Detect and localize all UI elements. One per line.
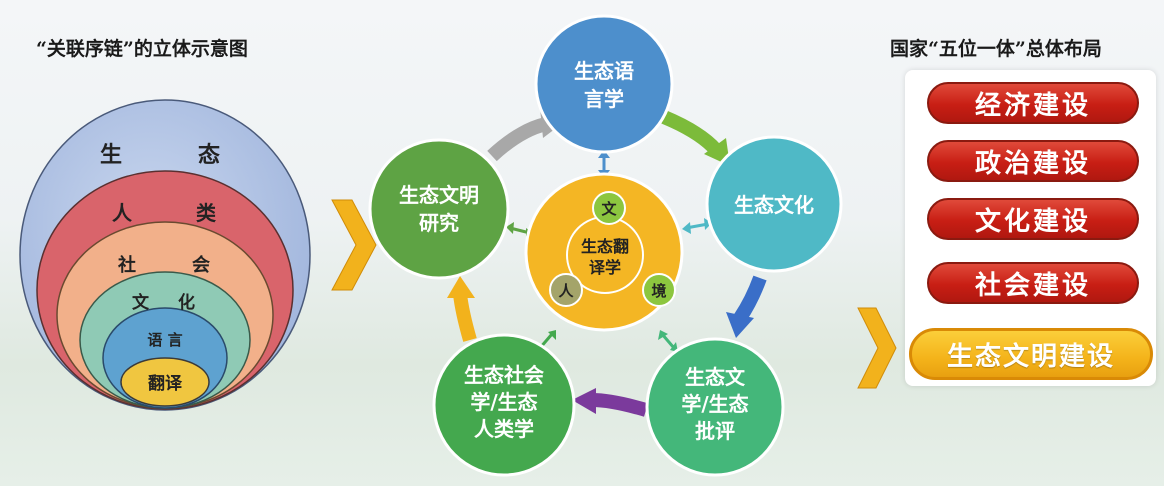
layout-item-economy: 经济建设 xyxy=(927,82,1139,124)
nested-rings-diagram: 生 态 人 类 社 会 文 化 语 言 翻译 xyxy=(19,99,311,411)
five-in-one-panel: 经济建设 政治建设 文化建设 社会建设 生态文明建设 xyxy=(905,70,1156,386)
center-label-1: 生态翻 xyxy=(581,237,629,256)
arrow-right-to-bottom-icon xyxy=(734,275,767,322)
node-bottom-right-circle xyxy=(645,337,785,477)
arrowhead-bottomright-to-bottomleft-icon xyxy=(572,388,596,414)
layout-item-politics: 政治建设 xyxy=(927,140,1139,182)
arrow-bottomright-to-bottomleft-icon xyxy=(591,393,648,417)
ring-ecology-label-1: 生 xyxy=(100,142,122,168)
node-right-circle xyxy=(705,135,843,273)
center-sub-ren-label: 人 xyxy=(558,282,574,300)
node-bottom-right: 生态文 学/生态 批评 xyxy=(645,337,785,477)
spoke-right-head-2-icon xyxy=(704,218,712,230)
arrowhead-bottomleft-to-left-icon xyxy=(447,276,475,298)
right-title: 国家“五位一体”总体布局 xyxy=(890,38,1102,60)
ring-language-label: 语 言 xyxy=(147,331,182,349)
center-label-2: 译学 xyxy=(589,258,621,277)
ring-translation-label: 翻译 xyxy=(148,373,183,394)
spoke-right-head-1-icon xyxy=(682,222,691,234)
node-bottom-right-label-2: 学/生态 xyxy=(681,392,748,416)
chevron-arrow-right-icon xyxy=(857,307,897,389)
ring-society-label-2: 会 xyxy=(192,254,210,276)
cycle-connectors xyxy=(447,108,767,417)
node-right-label: 生态文化 xyxy=(734,193,814,217)
node-left-circle xyxy=(368,138,510,280)
spoke-bottomleft-head-2-icon xyxy=(548,330,556,340)
left-title: “关联序链”的立体示意图 xyxy=(36,38,248,60)
spoke-left-head-1-icon xyxy=(506,222,514,234)
node-top-label-2: 言学 xyxy=(584,87,624,111)
node-bottom-left: 生态社会 学/生态 人类学 xyxy=(432,333,576,477)
ring-culture-label-1: 文 xyxy=(132,292,150,313)
chevron-arrow-left-icon xyxy=(331,199,377,291)
arrow-left-to-top-icon xyxy=(487,117,548,162)
arrowhead-right-to-bottom-icon xyxy=(726,312,754,338)
center-sub-jing xyxy=(642,273,676,307)
center-sub-wen-label: 文 xyxy=(601,200,617,218)
spoke-top-head-1-icon xyxy=(598,150,610,158)
ring-translation xyxy=(120,357,210,407)
node-left-label-1: 生态文明 xyxy=(399,183,479,207)
ring-humankind-label-2: 类 xyxy=(196,201,216,225)
center-sub-ren xyxy=(549,273,583,307)
node-bottom-left-label-2: 学/生态 xyxy=(470,390,537,414)
node-bottom-left-label-3: 人类学 xyxy=(474,417,534,441)
ring-society-label-1: 社 xyxy=(118,254,136,276)
center-sub-jing-label: 境 xyxy=(651,282,666,300)
arrow-bottomleft-to-left-icon xyxy=(453,293,477,342)
node-bottom-right-label-3: 批评 xyxy=(695,419,735,443)
node-bottom-right-label-1: 生态文 xyxy=(685,365,746,389)
node-left: 生态文明 研究 xyxy=(368,138,510,280)
layout-item-culture: 文化建设 xyxy=(927,198,1139,240)
ring-humankind-label-1: 人 xyxy=(112,201,133,225)
node-bottom-left-label-1: 生态社会 xyxy=(464,363,544,387)
node-top-circle xyxy=(534,14,674,154)
node-left-label-2: 研究 xyxy=(419,211,459,235)
ring-ecology-label-2: 态 xyxy=(198,142,220,168)
ring-culture-label-2: 化 xyxy=(178,292,195,313)
center-node: 生态翻 译学 文 人 境 xyxy=(524,172,684,332)
node-top: 生态语 言学 xyxy=(534,14,674,154)
layout-item-ecological-civilization: 生态文明建设 xyxy=(909,328,1153,380)
spoke-bottomright-head-1-icon xyxy=(658,330,668,340)
center-sub-wen xyxy=(592,191,626,225)
layout-item-society: 社会建设 xyxy=(927,262,1139,304)
node-right: 生态文化 xyxy=(705,135,843,273)
node-top-label-1: 生态语 xyxy=(574,59,634,83)
arrow-top-to-right-icon xyxy=(661,110,722,155)
node-bottom-left-circle xyxy=(432,333,576,477)
